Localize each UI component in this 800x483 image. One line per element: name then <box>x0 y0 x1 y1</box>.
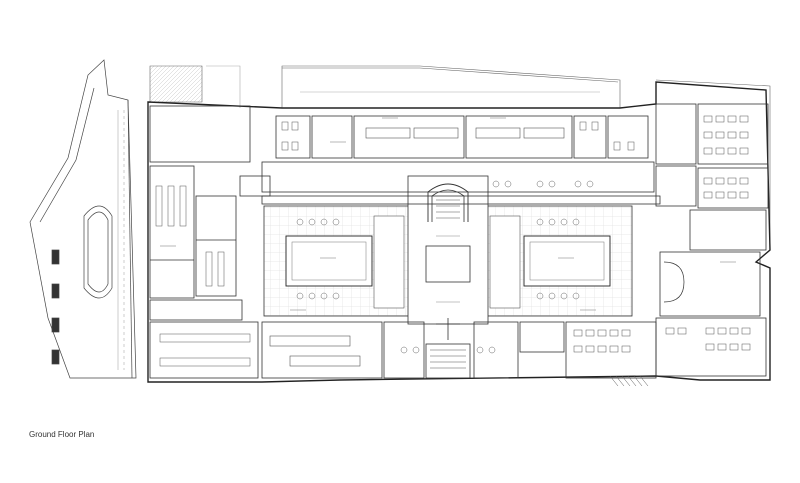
central-spine <box>407 175 489 379</box>
street-pavement <box>29 59 137 379</box>
lounge-seating <box>296 180 594 354</box>
entry-ramp <box>609 375 649 387</box>
bottom-band-rooms <box>261 321 657 379</box>
desk-cluster-icon <box>155 115 751 367</box>
toilet-block-icon <box>281 121 635 151</box>
room-label-marks <box>160 117 736 311</box>
right-wing-rooms <box>655 103 769 377</box>
stair-icon <box>430 349 466 369</box>
top-band-rooms <box>261 115 661 205</box>
left-wing-rooms <box>149 105 271 379</box>
plan-caption: Ground Floor Plan <box>29 430 95 439</box>
dining-table-icon <box>269 127 565 367</box>
roof-outline <box>149 65 771 250</box>
street-kerb-marks <box>117 110 125 370</box>
building-outline <box>147 81 771 383</box>
